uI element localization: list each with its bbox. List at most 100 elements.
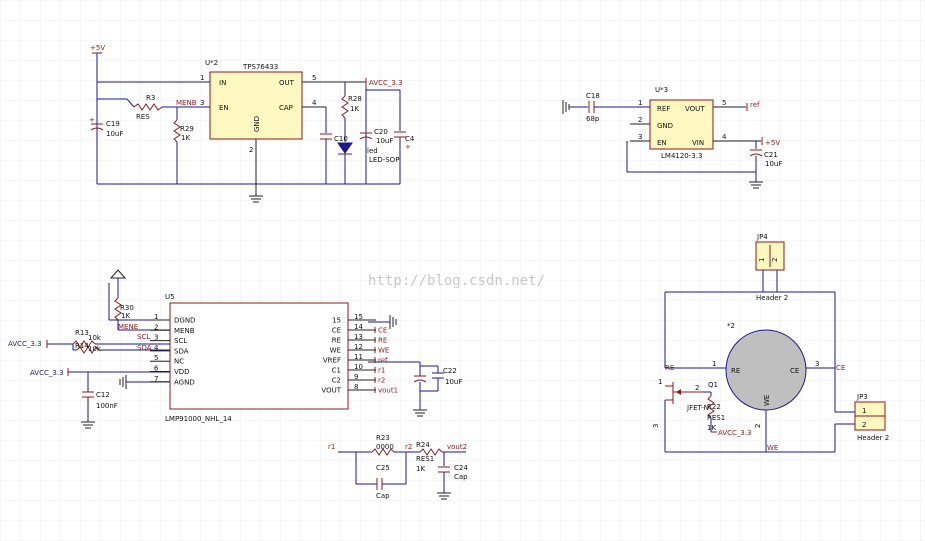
- net-label-avcc-left2: AVCC_3.3: [30, 369, 64, 377]
- net-label-ce: CE: [836, 364, 845, 372]
- u5-right-pin-number: 10: [354, 363, 363, 371]
- jfet-q1[interactable]: 2 Q1 JFET-N: [665, 381, 718, 412]
- sensor-ref: *2: [727, 322, 735, 330]
- r3-value: RES: [136, 113, 150, 121]
- r14-ref: R14: [75, 342, 89, 350]
- c12-value: 100nF: [96, 402, 118, 410]
- c21-value: 10uF: [765, 160, 782, 168]
- header-jp4[interactable]: JP4 1 2 Header 2: [755, 233, 788, 302]
- resistor-r23[interactable]: R23 0000: [371, 434, 395, 456]
- capacitor-c19[interactable]: + C19 10uF: [89, 116, 123, 138]
- svg-text:1: 1: [200, 74, 204, 82]
- reference-section: C18 68p U*3 REF GND EN VOUT VIN LM4120-3…: [562, 86, 782, 189]
- sensor-section: JP4 1 2 Header 2 RE 1 *2 RE CE WE 3 CE 2…: [652, 233, 889, 453]
- u5-right-pin-net: CE: [378, 327, 387, 335]
- net-label-r1: r1: [328, 443, 335, 451]
- r22-ref: R22: [707, 403, 721, 411]
- u5-right-pin-name: CE: [332, 327, 341, 335]
- u5-right-pin-number: 9: [354, 373, 358, 381]
- r13-ref: R13: [75, 329, 89, 337]
- resistor-r29[interactable]: R29 1K: [173, 119, 194, 143]
- q1-ref: Q1: [708, 381, 718, 389]
- svg-text:3: 3: [200, 99, 204, 107]
- c4-ref: C4: [405, 135, 415, 143]
- c25-ref: C25: [376, 464, 390, 472]
- r3-ref: R3: [146, 94, 155, 102]
- net-label-avcc-top: AVCC_3.3: [369, 79, 403, 87]
- svg-text:2: 2: [754, 424, 762, 428]
- svg-text:2: 2: [771, 258, 779, 262]
- ground-symbol-c12: [81, 421, 95, 429]
- svg-text:5: 5: [312, 74, 316, 82]
- header-jp3[interactable]: JP3 1 2 Header 2: [854, 393, 889, 442]
- u5-right-pin-net: r2: [378, 377, 385, 385]
- c20-value: 10uF: [376, 137, 393, 145]
- ic-u3[interactable]: U*3 REF GND EN VOUT VIN LM4120-3.3 1 2 3…: [638, 86, 727, 160]
- u5-left-pin-number: 6: [154, 365, 159, 373]
- net-label-avcc-left1: AVCC_3.3: [8, 340, 42, 348]
- resistor-r24[interactable]: R24 RES1 1K: [416, 441, 443, 473]
- ground-symbol-u2: [249, 195, 263, 203]
- resistor-r28[interactable]: R28 1K: [341, 95, 362, 119]
- u2-designator: U*2: [205, 59, 218, 67]
- c24-value: Cap: [454, 473, 468, 481]
- resistor-r22[interactable]: R22 RES1 1K: [707, 395, 725, 432]
- r24-type: RES1: [416, 455, 434, 463]
- svg-text:4: 4: [722, 133, 727, 141]
- net-label-vout2: vout2: [447, 443, 467, 451]
- net-label-mene: MENE: [118, 323, 138, 331]
- capacitor-c21[interactable]: C21 10uF: [749, 149, 782, 168]
- u3-part: LM4120-3.3: [661, 152, 702, 160]
- u5-right-pin-net: WE: [378, 347, 389, 355]
- r22-value: RES1: [707, 414, 725, 422]
- svg-text:+: +: [405, 143, 411, 151]
- resistor-r13[interactable]: R13 10k: [72, 329, 102, 348]
- c18-value: 68p: [586, 115, 600, 123]
- net-label-avcc-q1: AVCC_3.3: [718, 429, 752, 437]
- u5-right-pin-name: VREF: [323, 357, 341, 365]
- u3-pin-gnd: GND: [657, 122, 673, 130]
- u5-right-pin-number: 15: [354, 313, 363, 321]
- svg-text:3: 3: [652, 424, 660, 428]
- u5-left-pin-number: 7: [154, 375, 158, 383]
- u2-part: TPS76433: [242, 63, 278, 71]
- u5-right-pin-name: RE: [332, 337, 341, 345]
- resistor-r30[interactable]: R30 1K: [114, 297, 134, 321]
- svg-text:SDA: SDA: [137, 344, 152, 352]
- u5-right-pin-name: VOUT: [321, 387, 341, 395]
- svg-text:SCL: SCL: [137, 333, 150, 341]
- c22-ref: C22: [443, 367, 457, 375]
- u3-pin-vin: VIN: [692, 139, 704, 147]
- watermark: http://blog.csdn.net/: [368, 273, 545, 289]
- r13-value: 10k: [88, 334, 102, 342]
- c19-value: 10uF: [106, 130, 123, 138]
- r22-value2: 1K: [707, 424, 716, 432]
- filter-section: r1 R23 0000 r2 R24 RES1 1K vout2 C25 Cap: [328, 434, 468, 500]
- r24-value: 1K: [416, 465, 425, 473]
- jp4-ref: JP4: [756, 233, 768, 241]
- capacitor-c20[interactable]: C20 10uF: [359, 128, 393, 145]
- u3-designator: U*3: [655, 86, 668, 94]
- svg-text:3: 3: [638, 133, 642, 141]
- u2-pin-cap: CAP: [279, 104, 293, 112]
- r29-ref: R29: [180, 125, 194, 133]
- resistor-r3[interactable]: R3 RES: [133, 94, 163, 121]
- u5-left-pin-name: DGND: [174, 317, 195, 325]
- svg-text:4: 4: [312, 99, 317, 107]
- u5-part: LMP91000_NHL_14: [165, 415, 232, 423]
- capacitor-c22[interactable]: C22 10uF: [413, 367, 462, 386]
- svg-text:3: 3: [815, 360, 819, 368]
- net-label-5v-right: +5V: [765, 139, 780, 147]
- resistor-r14[interactable]: R14 10k: [75, 342, 102, 354]
- u5-left-pin-name: AGND: [174, 378, 195, 386]
- jp3-value: Header 2: [857, 434, 889, 442]
- u5-right-pin-net: vout1: [378, 387, 398, 395]
- ground-symbol-c21: [749, 181, 763, 189]
- u5-right-pin-number: 11: [354, 353, 363, 361]
- r14-value: 10k: [88, 345, 102, 353]
- u5-left-pin-number: 1: [154, 313, 158, 321]
- ic-u2[interactable]: U*2 TPS76433 IN EN OUT CAP GND 1 3 5 4 2: [200, 59, 317, 154]
